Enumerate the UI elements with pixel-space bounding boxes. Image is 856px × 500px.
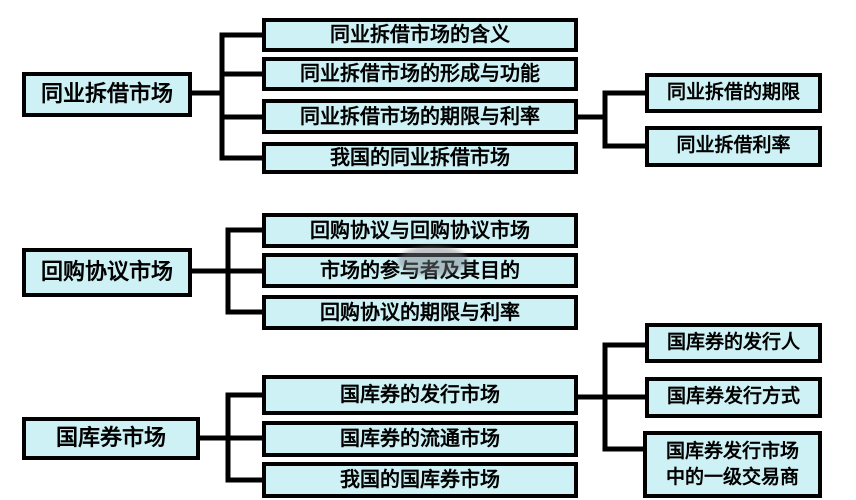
- treasury-connectors: [197, 342, 648, 483]
- node-repo-definition: 回购协议与回购协议市场: [262, 213, 578, 248]
- node-treasury-market: 国库券市场: [22, 417, 200, 460]
- node-interbank-formation-function: 同业拆借市场的形成与功能: [262, 57, 578, 91]
- watermark-blob: [398, 246, 468, 276]
- node-interbank-term: 同业拆借的期限: [645, 73, 822, 113]
- interbank-connectors: [189, 32, 648, 161]
- node-repo-term-rate: 回购协议的期限与利率: [262, 295, 578, 330]
- node-repo-participants: 市场的参与者及其目的: [262, 253, 578, 288]
- repo-connectors: [189, 227, 265, 315]
- node-treasury-issuance-market: 国库券的发行市场: [262, 375, 578, 415]
- node-treasury-issue-methods: 国库券发行方式: [645, 377, 822, 418]
- node-interbank-term-rate: 同业拆借市场的期限与利率: [262, 99, 578, 134]
- node-treasury-china: 我国的国库券市场: [262, 462, 578, 498]
- node-interbank-china: 我国的同业拆借市场: [262, 142, 578, 174]
- node-treasury-circulation-market: 国库券的流通市场: [262, 421, 578, 457]
- node-interbank-meaning: 同业拆借市场的含义: [262, 18, 578, 52]
- node-interbank-market: 同业拆借市场: [22, 72, 192, 117]
- node-repo-market: 回购协议市场: [22, 248, 192, 297]
- node-treasury-primary-dealers: 国库券发行市场中的一级交易商: [643, 431, 822, 498]
- node-treasury-issuers: 国库券的发行人: [645, 323, 822, 363]
- node-interbank-rate: 同业拆借利率: [645, 126, 822, 167]
